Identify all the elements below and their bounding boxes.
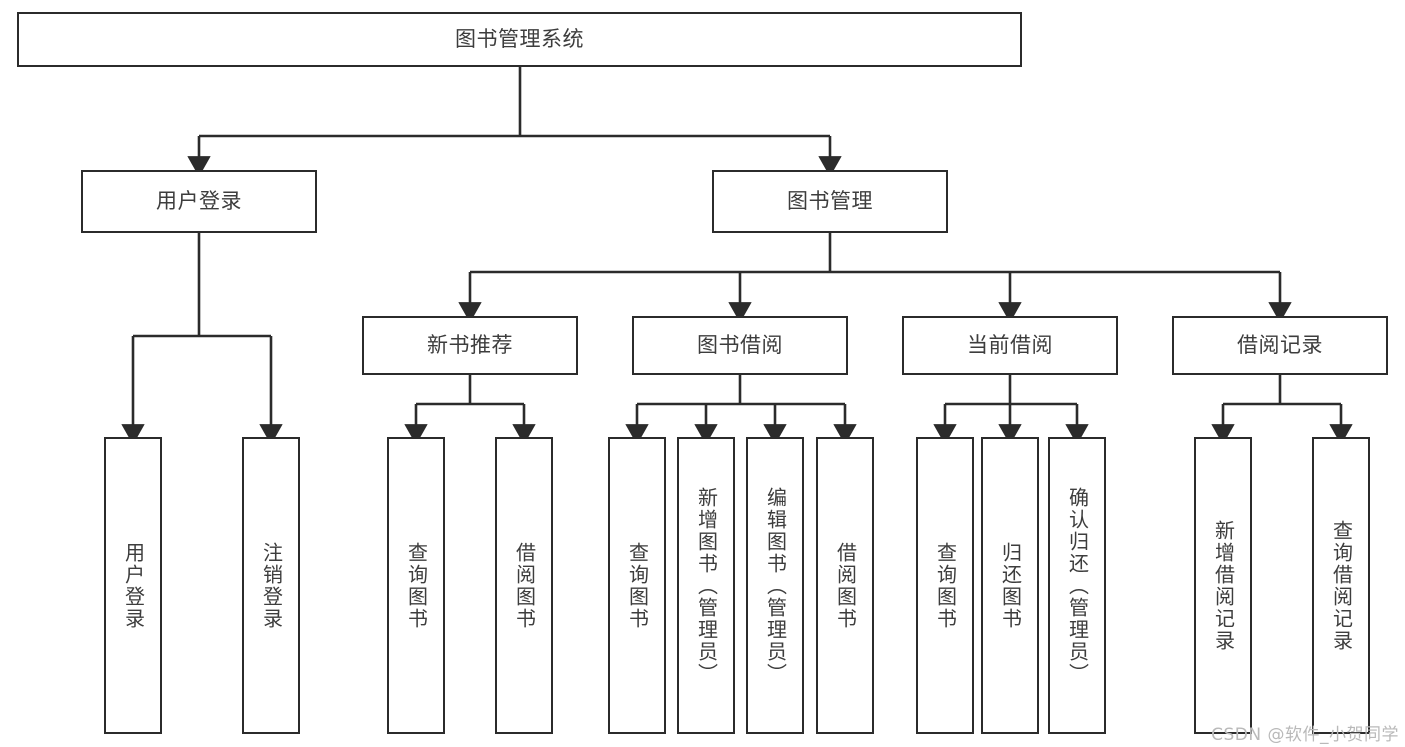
- node-leaf-query-book-1[interactable]: 查询图书: [387, 437, 445, 734]
- node-label: 新增借阅记录: [1211, 519, 1236, 652]
- node-label: 归还图书: [998, 541, 1023, 630]
- node-book-borrow[interactable]: 图书借阅: [632, 316, 848, 375]
- node-leaf-add-record[interactable]: 新增借阅记录: [1194, 437, 1252, 734]
- node-label: 图书管理系统: [455, 27, 584, 52]
- node-current-borrow[interactable]: 当前借阅: [902, 316, 1118, 375]
- node-borrow-record[interactable]: 借阅记录: [1172, 316, 1388, 375]
- watermark-text: CSDN @软件_小贺同学: [1211, 725, 1399, 745]
- node-label: 当前借阅: [967, 333, 1053, 358]
- node-book-manage[interactable]: 图书管理: [712, 170, 948, 233]
- node-label: 确认归还（管理员）: [1065, 486, 1090, 685]
- node-label: 查询图书: [404, 541, 429, 630]
- node-leaf-logout-login[interactable]: 注销登录: [242, 437, 300, 734]
- node-leaf-edit-book[interactable]: 编辑图书（管理员）: [746, 437, 804, 734]
- node-leaf-query-book-2[interactable]: 查询图书: [608, 437, 666, 734]
- node-leaf-user-login[interactable]: 用户登录: [104, 437, 162, 734]
- node-label: 查询借阅记录: [1329, 519, 1354, 652]
- node-leaf-borrow-book-1[interactable]: 借阅图书: [495, 437, 553, 734]
- node-leaf-return-book[interactable]: 归还图书: [981, 437, 1039, 734]
- node-label: 新书推荐: [427, 333, 513, 358]
- node-new-book-recommend[interactable]: 新书推荐: [362, 316, 578, 375]
- node-label: 用户登录: [121, 541, 146, 630]
- node-label: 查询图书: [625, 541, 650, 630]
- node-label: 图书管理: [787, 189, 873, 214]
- node-leaf-confirm-return[interactable]: 确认归还（管理员）: [1048, 437, 1106, 734]
- node-leaf-borrow-book-2[interactable]: 借阅图书: [816, 437, 874, 734]
- node-label: 借阅图书: [512, 541, 537, 630]
- node-user-login[interactable]: 用户登录: [81, 170, 317, 233]
- node-label: 图书借阅: [697, 333, 783, 358]
- node-leaf-add-book[interactable]: 新增图书（管理员）: [677, 437, 735, 734]
- node-label: 编辑图书（管理员）: [763, 486, 788, 685]
- node-root-system[interactable]: 图书管理系统: [17, 12, 1022, 67]
- node-label: 借阅图书: [833, 541, 858, 630]
- node-label: 新增图书（管理员）: [694, 486, 719, 685]
- node-label: 查询图书: [933, 541, 958, 630]
- node-leaf-query-record[interactable]: 查询借阅记录: [1312, 437, 1370, 734]
- node-leaf-query-book-3[interactable]: 查询图书: [916, 437, 974, 734]
- node-label: 用户登录: [156, 189, 242, 214]
- node-label: 借阅记录: [1237, 333, 1323, 358]
- node-label: 注销登录: [259, 541, 284, 630]
